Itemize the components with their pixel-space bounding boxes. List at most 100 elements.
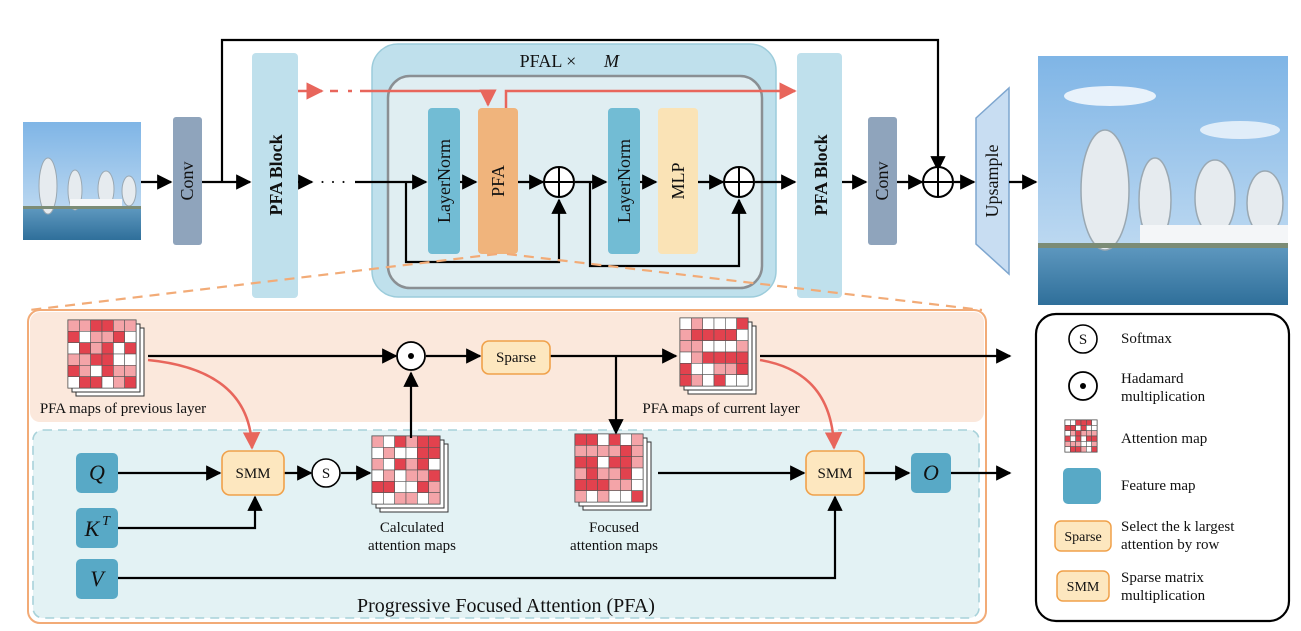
output-feature-map: O bbox=[911, 453, 951, 493]
attention-map-cell bbox=[586, 490, 598, 503]
attention-map-cell bbox=[79, 376, 91, 389]
conv-left-label: Conv bbox=[177, 161, 197, 200]
legend-sparse-chip-label: Sparse bbox=[1064, 530, 1101, 545]
attention-map-focused bbox=[574, 433, 652, 511]
attention-map-cell bbox=[90, 331, 103, 343]
attention-map-cell bbox=[124, 319, 137, 332]
attention-map-previous-layer bbox=[67, 319, 145, 397]
attention-map-cell bbox=[631, 433, 644, 446]
attention-map-cell bbox=[1064, 419, 1071, 426]
attention-map-cell bbox=[113, 376, 125, 389]
input-image bbox=[23, 122, 141, 240]
legend-softmax-label: Softmax bbox=[1121, 331, 1172, 347]
attention-map-cell bbox=[1070, 425, 1076, 431]
attention-map-cell bbox=[631, 445, 644, 457]
query-feature-map: Q bbox=[76, 453, 118, 493]
attention-map-cell bbox=[67, 331, 80, 343]
attention-map-cell bbox=[1080, 435, 1087, 442]
attention-map-cell bbox=[101, 376, 114, 389]
attention-map-cell bbox=[725, 317, 737, 330]
attention-map-cell bbox=[597, 456, 610, 469]
attention-map-cell bbox=[428, 458, 441, 471]
attention-map-cell bbox=[691, 340, 703, 353]
legend-smm: SMM Sparse matrix multiplication bbox=[1056, 570, 1206, 604]
attention-map-cell bbox=[371, 492, 384, 505]
attention-map-cell bbox=[101, 319, 114, 332]
attention-map-cell bbox=[586, 467, 598, 480]
legend-attention-map-label: Attention map bbox=[1121, 431, 1207, 447]
attention-map-cell bbox=[371, 447, 384, 459]
attention-map-cell bbox=[1075, 446, 1082, 453]
attention-map-cell bbox=[736, 329, 749, 341]
attention-map-cell bbox=[113, 319, 125, 332]
attention-map-cell bbox=[79, 319, 91, 332]
attention-map-cell bbox=[725, 340, 737, 353]
attention-map-cell bbox=[736, 340, 749, 353]
attention-map-cell bbox=[428, 435, 441, 448]
attention-map-cell bbox=[1086, 419, 1092, 426]
layernorm-1 bbox=[428, 108, 460, 254]
attention-map-cell bbox=[1080, 441, 1087, 447]
attention-map-cell bbox=[101, 353, 114, 366]
attention-map-cell bbox=[1075, 419, 1082, 426]
attention-map-cell bbox=[679, 340, 692, 353]
attention-map-cell bbox=[67, 353, 80, 366]
attention-map-cell bbox=[1075, 441, 1082, 447]
attention-map-cell bbox=[702, 317, 715, 330]
ellipsis-dots: · · · bbox=[320, 172, 347, 192]
attention-map-cell bbox=[383, 458, 395, 471]
attention-map-cell bbox=[1091, 419, 1098, 426]
attention-map-cell bbox=[383, 435, 395, 448]
attention-map-cell bbox=[679, 317, 692, 330]
attention-map-cell bbox=[1070, 435, 1076, 442]
attention-map-cell bbox=[90, 342, 103, 355]
attention-map-cell bbox=[428, 481, 441, 493]
pfa-detail-outer-border bbox=[27, 309, 987, 624]
attention-map-cell bbox=[713, 351, 726, 364]
attention-map-cell bbox=[679, 351, 692, 364]
attention-map-cell bbox=[608, 467, 621, 480]
layernorm-2-label: LayerNorm bbox=[614, 139, 634, 223]
attention-map-cell bbox=[90, 376, 103, 389]
legend-feature-map-label: Feature map bbox=[1121, 478, 1196, 494]
q-label: Q bbox=[89, 460, 105, 485]
attention-map-cell bbox=[67, 342, 80, 355]
attention-map-cell bbox=[113, 342, 125, 355]
attention-map-cell bbox=[725, 351, 737, 364]
attention-map-cell bbox=[631, 467, 644, 480]
attention-map-cell bbox=[67, 319, 80, 332]
legend-sparse-line1: Select the k largest bbox=[1121, 519, 1235, 535]
attention-map-cell bbox=[586, 479, 598, 491]
legend-hadamard-line1: Hadamard bbox=[1121, 371, 1184, 387]
attention-map-cell bbox=[1091, 425, 1098, 431]
legend-hadamard-line2: multiplication bbox=[1121, 389, 1206, 405]
attention-map-cell bbox=[405, 481, 418, 493]
attention-map-cell bbox=[702, 329, 715, 341]
attention-map-cell bbox=[113, 331, 125, 343]
attention-map-cell bbox=[691, 317, 703, 330]
attention-map-cell bbox=[679, 374, 692, 387]
conv-left-block bbox=[173, 117, 202, 245]
attention-map-cell bbox=[90, 319, 103, 332]
detail-red-arrows bbox=[147, 358, 843, 450]
attention-map-cell bbox=[597, 490, 610, 503]
zoom-guides bbox=[29, 252, 983, 312]
attention-map-cell bbox=[574, 490, 587, 503]
value-feature-map: V bbox=[76, 559, 118, 599]
attention-map-cell bbox=[1086, 441, 1092, 447]
attention-map-calculated bbox=[371, 435, 449, 513]
attention-map-cell bbox=[574, 445, 587, 457]
attention-map-cell bbox=[597, 433, 610, 446]
attention-map-cell bbox=[417, 447, 429, 459]
legend-feature-map: Feature map bbox=[1063, 468, 1196, 504]
attention-map-cell bbox=[1064, 425, 1071, 431]
pfal-label-m: M bbox=[603, 51, 620, 71]
attention-map-current-layer bbox=[679, 317, 757, 395]
attention-map-cell bbox=[1064, 430, 1071, 437]
attention-map-cell bbox=[394, 469, 407, 482]
attention-map-cell bbox=[713, 340, 726, 353]
attention-map-cell bbox=[405, 447, 418, 459]
mlp-module-label: MLP bbox=[668, 162, 688, 199]
softmax-symbol-label: S bbox=[322, 466, 330, 482]
